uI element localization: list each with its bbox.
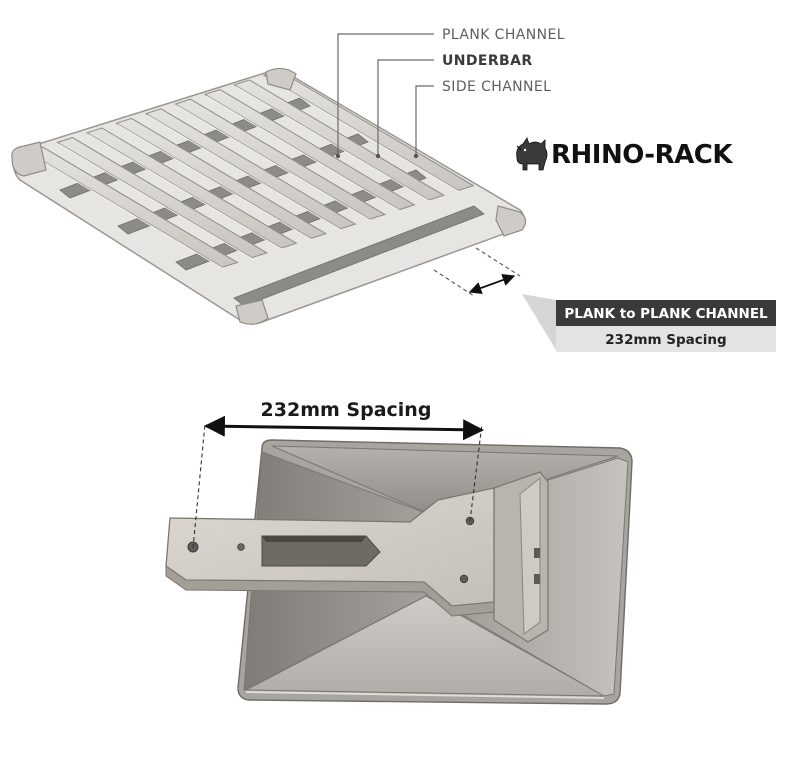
rhino-icon [516, 137, 548, 171]
underbar-label: UNDERBAR [442, 53, 533, 69]
rack-end-cap-left [11, 141, 47, 177]
bracket-spacing-dimension [192, 415, 485, 549]
bracket-hole-lower-right [459, 574, 469, 584]
plate-facet-bottom [245, 595, 605, 697]
rack-end-cap-top [265, 67, 297, 91]
plank-channels [26, 69, 475, 270]
rack-end-cap-bottom [235, 299, 269, 325]
rack-end-cap-right [495, 205, 527, 237]
spec-value: 232mm Spacing [605, 332, 726, 348]
underbar-4 [233, 205, 485, 307]
side-channel-leader [415, 85, 434, 156]
spec-value-bar [556, 326, 776, 352]
bracket-illustration: 232mm Spacing [165, 399, 633, 705]
roof-rack-illustration: PLANK CHANNEL UNDERBAR SIDE CHANNEL PLAN… [11, 27, 776, 352]
brand-logo-text: RHINO-RACK [551, 140, 733, 170]
plank-4 [115, 117, 328, 240]
brand-logo: RHINO-RACK [516, 137, 734, 171]
spec-callout-box: PLANK to PLANK CHANNEL 232mm Spacing [522, 294, 776, 352]
bracket-arm-edge [165, 565, 495, 617]
plank-5 [144, 108, 357, 230]
spec-title-bar [556, 300, 776, 326]
bracket-web-face [519, 476, 541, 635]
plank-8 [233, 79, 446, 201]
plank-spacing-dimension [433, 247, 521, 297]
plank-7 [203, 89, 416, 211]
plank-6 [174, 98, 387, 220]
plank-highlight-8 [236, 86, 432, 203]
bracket-stud-lower [534, 574, 540, 584]
underbar-dot [375, 153, 381, 159]
plank-3 [85, 127, 298, 249]
plank-channel-leader [337, 33, 434, 156]
bracket-slot-shadow [262, 536, 366, 542]
underbar-leader [377, 59, 434, 156]
plank-channel-dot [335, 153, 341, 159]
plank-highlight-5 [147, 115, 343, 232]
side-channel-label: SIDE CHANNEL [442, 79, 551, 95]
callout-leaders [337, 33, 434, 156]
plank-highlight-2 [59, 143, 255, 261]
plank-highlight-9 [265, 76, 461, 193]
plank-2 [56, 137, 269, 259]
plank-highlight-4 [118, 124, 314, 241]
plank-channel-label: PLANK CHANNEL [442, 27, 565, 43]
plank-highlight-7 [206, 95, 402, 213]
bracket-spacing-label: 232mm Spacing [261, 399, 432, 421]
plank-highlight-6 [177, 105, 373, 222]
side-channel-dot [413, 153, 419, 159]
plank-highlight-1 [29, 153, 225, 270]
spec-callout-pointer [522, 294, 556, 350]
bracket-hole-small [237, 543, 245, 551]
plank-highlight-3 [88, 134, 284, 251]
bracket-stud-upper [534, 548, 540, 558]
plate-rim-highlight [245, 691, 605, 699]
spec-title: PLANK to PLANK CHANNEL [564, 306, 768, 322]
